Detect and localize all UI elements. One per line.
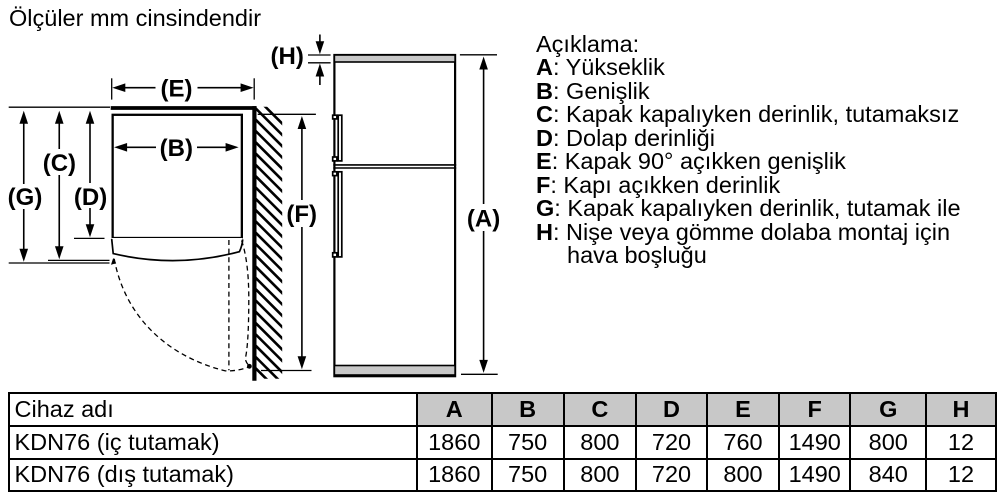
svg-text:(E): (E) xyxy=(161,75,193,102)
svg-text:(A): (A) xyxy=(467,205,500,232)
svg-text:(F): (F) xyxy=(286,201,317,228)
svg-text:(D): (D) xyxy=(74,184,107,211)
svg-text:(H): (H) xyxy=(271,43,304,70)
svg-text:(C): (C) xyxy=(43,150,76,177)
svg-text:(B): (B) xyxy=(160,135,193,162)
svg-text:(G): (G) xyxy=(8,184,43,211)
